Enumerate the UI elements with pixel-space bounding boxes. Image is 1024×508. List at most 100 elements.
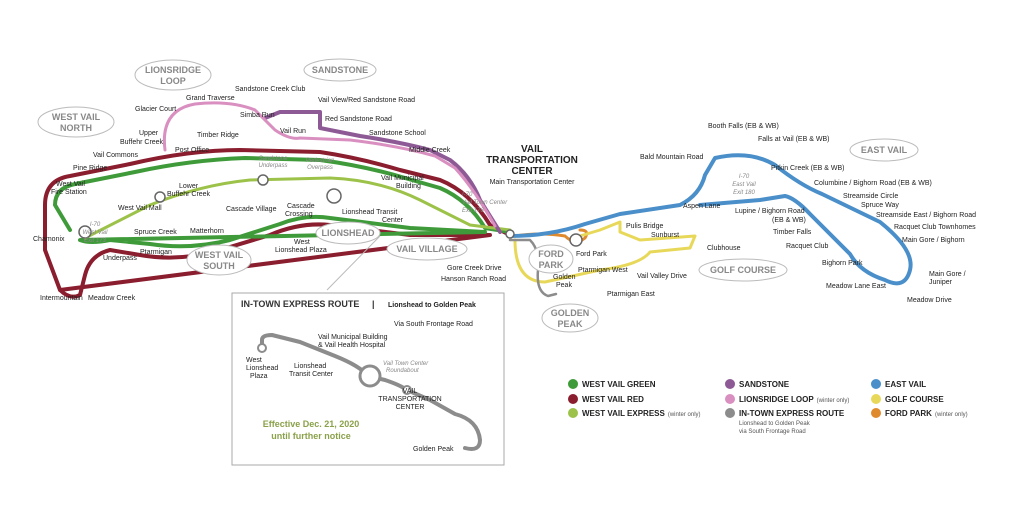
legend-swatch-golf-course (871, 394, 881, 404)
inset-separator: | (372, 299, 375, 309)
stop-middle-creek: Middle Creek (409, 147, 451, 154)
stop-matterhorn: Matterhorn (190, 228, 224, 235)
area-west-vail-north-line1: WEST VAIL (52, 112, 101, 122)
stop-simba-run: Simba Run (240, 112, 275, 119)
exit-west-line2: West Vail (82, 230, 108, 236)
exit-town-line2: Vail Town Center (462, 200, 508, 206)
stop-glacier-court: Glacier Court (135, 106, 176, 113)
hub-subtitle: Main Transportation Center (490, 179, 575, 186)
area-ford-park: FORD PARK (528, 244, 574, 274)
stop-main-gore-juniper-l2: Juniper (929, 279, 953, 286)
stop-ptarmigan-east: Ptarmigan East (607, 291, 655, 298)
legend-sub-in-town-express-1: via South Frontage Road (739, 429, 806, 435)
route-west-vail-red (43, 148, 512, 299)
stop-upper-buffehr-l1: Upper (139, 130, 159, 137)
exit-town-line1: I-70 (462, 192, 473, 198)
stop-racquet-club-townhomes: Racquet Club Townhomes (894, 224, 976, 231)
inset-roundabout-l2: Roundabout (386, 368, 419, 374)
legend-label-sandstone: SANDSTONE (739, 380, 790, 389)
inset-west-lionshead-l2: Lionshead (246, 365, 278, 372)
legend-item-west-vail-red: WEST VAIL RED (568, 394, 644, 404)
stop-ford-park: Ford Park (576, 251, 607, 258)
area-golf-course: GOLF COURSE (698, 258, 788, 282)
legend-label-lionsridge-loop: LIONSRIDGE LOOP(winter only) (739, 395, 849, 404)
legend-swatch-west-vail-red (568, 394, 578, 404)
stop-bighorn-park: Bighorn Park (822, 260, 863, 267)
legend-item-west-vail-express: WEST VAIL EXPRESS(winter only) (568, 408, 701, 418)
stop-lower-buffehr-l1: Lower (179, 183, 199, 190)
stop-labels: Chamonix West Vail Fire Station Pine Rid… (33, 86, 976, 304)
stop-west-vail-mall: West Vail Mall (118, 205, 162, 212)
legend-swatch-east-vail (871, 379, 881, 389)
stop-ptarmigan-w: Ptarmigan (140, 249, 172, 256)
inset-effective-l2: until further notice (271, 431, 351, 441)
stop-lupine-l2: (EB & WB) (772, 217, 806, 224)
stop-streamside-circle: Streamside Circle (843, 193, 898, 200)
stop-cascade-crossing-l2: Crossing (285, 211, 313, 218)
inset-pointer (326, 235, 381, 291)
inset-lionshead-transit-l2: Transit Center (289, 371, 334, 378)
hub-title-line2: TRANSPORTATION (486, 155, 578, 166)
area-ford-park-line1: FORD (538, 249, 564, 259)
legend-label-west-vail-green: WEST VAIL GREEN (582, 380, 656, 389)
route-legend: WEST VAIL GREEN WEST VAIL RED WEST VAIL EX… (568, 379, 968, 435)
area-vail-village-label: VAIL VILLAGE (396, 244, 457, 254)
area-golden-peak: GOLDEN PEAK (541, 303, 599, 333)
pedestrian-overpass-line2: Overpass (307, 165, 333, 171)
legend-item-ford-park: FORD PARK(winter only) (871, 408, 968, 418)
legend-label-west-vail-express: WEST VAIL EXPRESS(winter only) (582, 409, 701, 418)
stop-meadow-drive: Meadow Drive (907, 297, 952, 304)
stop-sandstone-school: Sandstone School (369, 130, 426, 137)
transfer-west-vail-exit (78, 225, 92, 239)
transfer-lower-buffehr (154, 191, 166, 203)
legend-item-sandstone: SANDSTONE (725, 379, 790, 389)
area-golf-course-label: GOLF COURSE (710, 265, 776, 275)
stop-streamside-east: Streamside East / Bighorn Road (876, 212, 976, 219)
inset-west-lionshead-l3: Plaza (250, 373, 268, 380)
vail-transportation-center: VAIL TRANSPORTATION CENTER Main Transpor… (486, 144, 578, 186)
stop-sandstone-creek-club: Sandstone Creek Club (235, 86, 306, 93)
stop-racquet-club: Racquet Club (786, 243, 829, 250)
route-lionsridge-loop (162, 101, 497, 228)
stop-spruce-creek: Spruce Creek (134, 229, 177, 236)
area-lionsridge-loop-line2: LOOP (160, 76, 186, 86)
stop-timber-ridge: Timber Ridge (197, 132, 239, 139)
stop-cascade-crossing-l1: Cascade (287, 203, 315, 210)
area-lionsridge-loop-line1: LIONSRIDGE (145, 65, 201, 75)
stop-clubhouse: Clubhouse (707, 245, 741, 252)
stop-vail-valley-drive: Vail Valley Drive (637, 273, 687, 280)
transfer-vtc (505, 229, 515, 239)
inset-vtc-l3: CENTER (396, 404, 425, 411)
inset-title: IN-TOWN EXPRESS ROUTE (241, 299, 359, 309)
inset-subtitle: Lionshead to Golden Peak (388, 302, 476, 309)
legend-swatch-ford-park (871, 408, 881, 418)
stop-pine-ridge: Pine Ridge (73, 165, 107, 172)
inset-via: Via South Frontage Road (394, 321, 473, 328)
stop-lower-buffehr-l2: Buffehr Creek (167, 191, 211, 198)
legend-item-west-vail-green: WEST VAIL GREEN (568, 379, 656, 389)
area-vail-village: VAIL VILLAGE (386, 237, 468, 261)
stop-red-sandstone-road: Red Sandstone Road (325, 116, 392, 123)
inset-vtc-l1: VAIL (403, 388, 418, 395)
route-west-vail-express (83, 176, 512, 240)
exit-labels: I-70 West Vail Exit 173 I-70 Vail Town C… (82, 156, 756, 244)
legend-label-east-vail: EAST VAIL (885, 380, 926, 389)
inset-vtc-dot (402, 385, 412, 395)
legend-label-golf-course: GOLF COURSE (885, 395, 944, 404)
stop-west-vail-fire-station-l1: West Vail (56, 181, 85, 188)
legend-item-golf-course: GOLF COURSE (871, 394, 944, 404)
inset-roundabout-circle (358, 364, 382, 388)
stop-gore-creek-drive: Gore Creek Drive (447, 265, 502, 272)
legend-note-lionsridge-loop: (winter only) (817, 398, 850, 404)
stop-cascade-village: Cascade Village (226, 206, 277, 213)
stop-vail-commons: Vail Commons (93, 152, 138, 159)
area-lionshead-label: LIONSHEAD (321, 228, 375, 238)
exit-west-line3: Exit 173 (84, 238, 106, 244)
stop-meadow-lane-east: Meadow Lane East (826, 283, 886, 290)
inset-municipal-l2: & Vail Health Hospital (318, 342, 386, 349)
stop-sunburst: Sunburst (651, 232, 679, 239)
legend-label-ford-park: FORD PARK(winter only) (885, 409, 968, 418)
stop-falls-at-vail: Falls at Vail (EB & WB) (758, 136, 829, 143)
area-east-vail-label: EAST VAIL (861, 145, 908, 155)
